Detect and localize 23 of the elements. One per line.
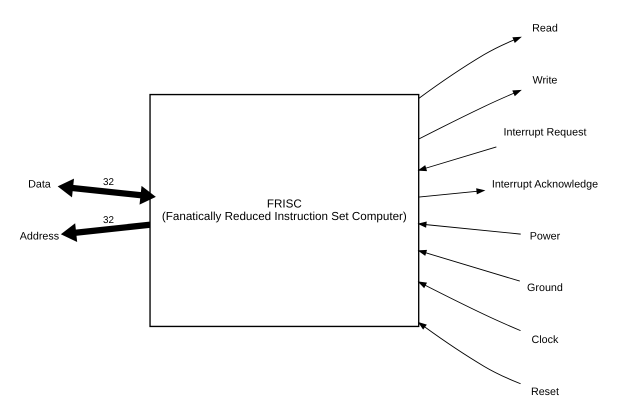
arrow <box>418 249 520 282</box>
arrow <box>418 321 522 384</box>
arrow <box>418 221 522 234</box>
node-text: Write <box>532 74 558 86</box>
arrow <box>418 146 497 171</box>
edge-label: 32 <box>103 214 114 226</box>
arrow <box>418 36 522 98</box>
node-text: Address <box>20 230 60 242</box>
node-text: Data <box>28 178 51 190</box>
arrow <box>58 178 156 204</box>
arrow <box>418 89 522 139</box>
node-text: Ground <box>527 282 563 294</box>
node-text: Read <box>532 22 558 34</box>
node-box: FRISC (Fanatically Reduced Instruction Set Computer) <box>149 93 420 327</box>
arrow <box>60 221 150 242</box>
edge-label: 32 <box>103 176 114 188</box>
arrow <box>418 188 486 198</box>
node-text: Interrupt Acknowledge <box>492 178 598 190</box>
node-text: Reset <box>530 386 559 398</box>
node-text: Clock <box>532 334 558 346</box>
node-text: Interrupt Request <box>504 126 586 138</box>
node-text: Power <box>530 230 560 242</box>
arrow <box>418 280 521 331</box>
